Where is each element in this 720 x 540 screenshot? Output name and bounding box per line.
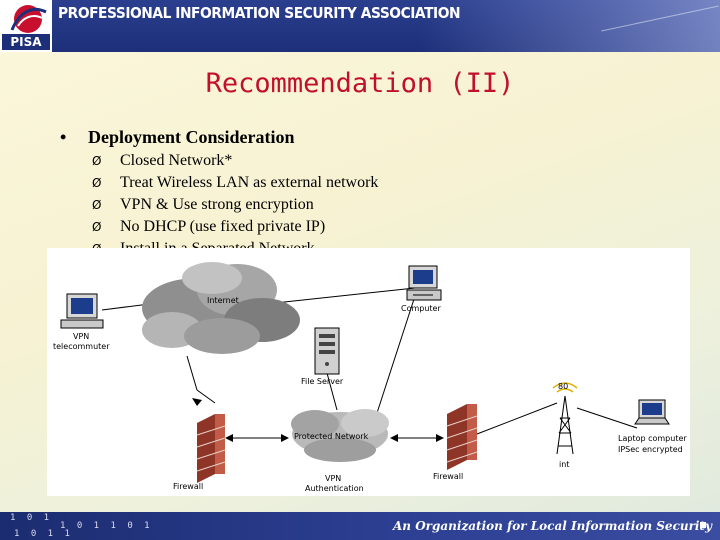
network-diagram-drawing — [60, 262, 670, 483]
header-bar: PISA PROFESSIONAL INFORMATION SECURITY A… — [0, 0, 720, 52]
laptop-label-line1: Laptop computer — [618, 434, 687, 443]
organization-name: PROFESSIONAL INFORMATION SECURITY ASSOCI… — [58, 4, 461, 22]
vpn-auth-label-line2: Authentication — [305, 484, 364, 493]
internet-cloud-icon — [142, 262, 300, 354]
laptop-icon — [634, 399, 670, 425]
list-item-text: VPN & Use strong encryption — [120, 196, 314, 213]
network-diagram: Internet Computer VPN telecommuter File … — [47, 248, 690, 496]
protected-network-cloud-icon — [291, 409, 389, 462]
footer-tagline: An Organization for Local Information Se… — [393, 519, 712, 533]
tower-bottom-label: int — [559, 460, 570, 469]
internet-label: Internet — [207, 296, 239, 305]
footer-bar: 1 0 1 1 0 1 1 0 1 1 0 1 1 An Organizatio… — [0, 512, 720, 540]
list-item-text: Closed Network* — [120, 152, 233, 169]
arrow-heads — [192, 398, 444, 442]
list-item: Ø Closed Network* — [92, 150, 378, 172]
arrow-bullet-icon: Ø — [92, 154, 102, 168]
arrow-bullet-icon: Ø — [92, 176, 102, 190]
footer-binary-3: 1 0 1 1 — [14, 529, 73, 539]
bullet-dot: • — [60, 127, 67, 147]
tower-top-label: 80 — [558, 382, 569, 391]
laptop-label-line2: IPSec encrypted — [618, 445, 683, 454]
end-square-icon — [700, 522, 706, 528]
list-item-text: Treat Wireless LAN as external network — [120, 174, 379, 191]
telecommuter-computer-icon — [60, 293, 104, 329]
pisa-logo: PISA — [0, 0, 52, 52]
desktop-computer-icon — [406, 265, 442, 301]
left-firewall-icon — [196, 414, 226, 483]
file-server-label: File Server — [301, 377, 344, 386]
left-firewall-label: Firewall — [173, 482, 204, 491]
telecommuter-label: telecommuter — [53, 342, 110, 351]
right-firewall-label: Firewall — [433, 472, 464, 481]
main-bullet-text: Deployment Consideration — [88, 127, 295, 147]
arrow-bullet-icon: Ø — [92, 198, 102, 212]
slide-title: Recommendation (II) — [205, 68, 515, 99]
footer-binary-1: 1 0 1 — [10, 513, 53, 523]
footer-binary-2: 1 0 1 1 0 1 — [60, 521, 153, 531]
right-firewall-icon — [446, 404, 478, 470]
sub-bullet-list: Ø Closed Network* Ø Treat Wireless LAN as … — [92, 150, 378, 260]
list-item-text: No DHCP (use fixed private IP) — [120, 218, 326, 235]
list-item: Ø VPN & Use strong encryption — [92, 194, 378, 216]
vpn-label: VPN — [73, 332, 90, 341]
arrow-bullet-icon: Ø — [92, 220, 102, 234]
list-item: Ø No DHCP (use fixed private IP) — [92, 216, 378, 238]
file-server-icon — [314, 327, 340, 375]
pisa-logo-mark-icon — [10, 5, 47, 33]
list-item: Ø Treat Wireless LAN as external network — [92, 172, 378, 194]
logo-text: PISA — [2, 34, 50, 50]
vpn-auth-label-line1: VPN — [325, 474, 342, 483]
protected-network-label: Protected Network — [294, 432, 369, 441]
wireless-tower-icon — [552, 382, 578, 455]
computer-label: Computer — [401, 304, 441, 313]
main-bullet: • Deployment Consideration — [60, 127, 295, 148]
header-decoration — [420, 0, 720, 52]
